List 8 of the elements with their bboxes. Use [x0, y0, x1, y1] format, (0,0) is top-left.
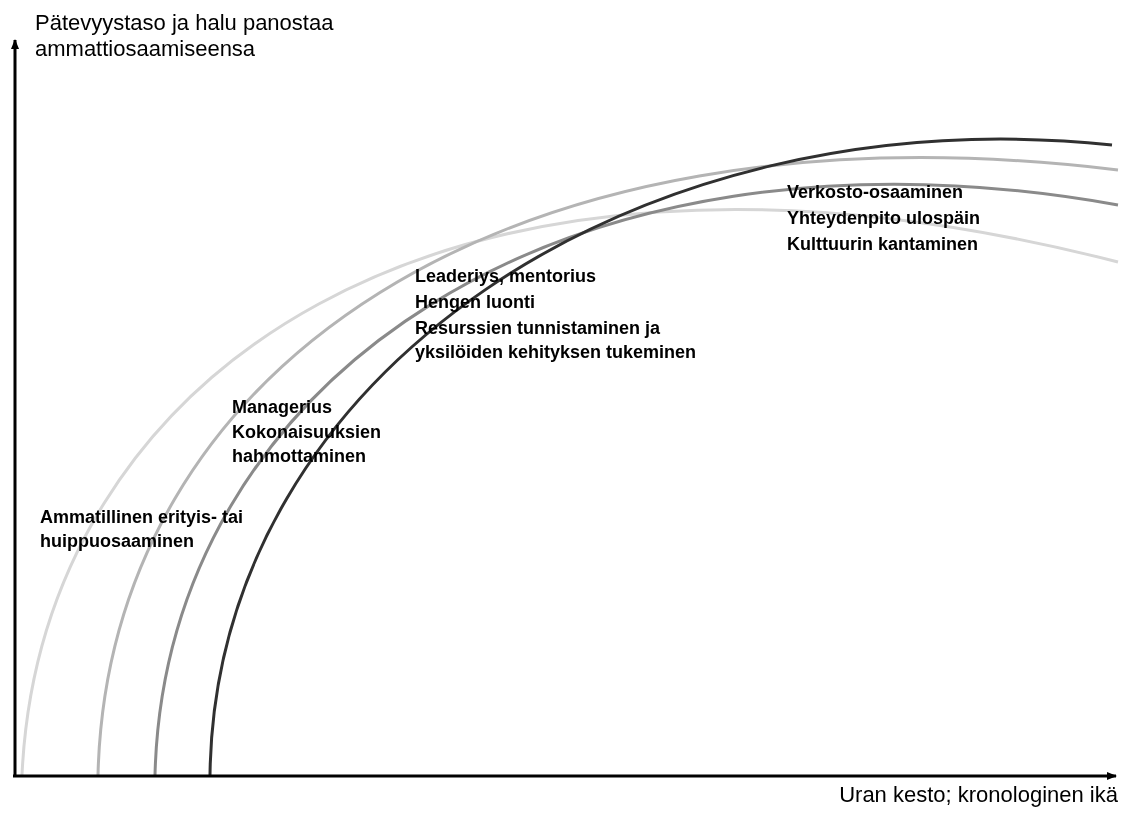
y-axis-label: Pätevyystaso ja halu panostaa ammattiosaamiseensa — [35, 10, 335, 62]
competence-item: Verkosto-osaaminen — [787, 181, 965, 204]
competence-item: Ammatillinen erityis- tai huippuosaaminen — [40, 506, 245, 553]
competence-item: Managerius — [232, 396, 334, 419]
competence-item: Leaderiys, mentorius — [415, 265, 598, 288]
competence-item: Yhteydenpito ulospäin — [787, 207, 981, 230]
competence-item: Kulttuurin kantaminen — [787, 233, 979, 256]
x-axis-label: Uran kesto; kronologinen ikä — [838, 782, 1118, 808]
